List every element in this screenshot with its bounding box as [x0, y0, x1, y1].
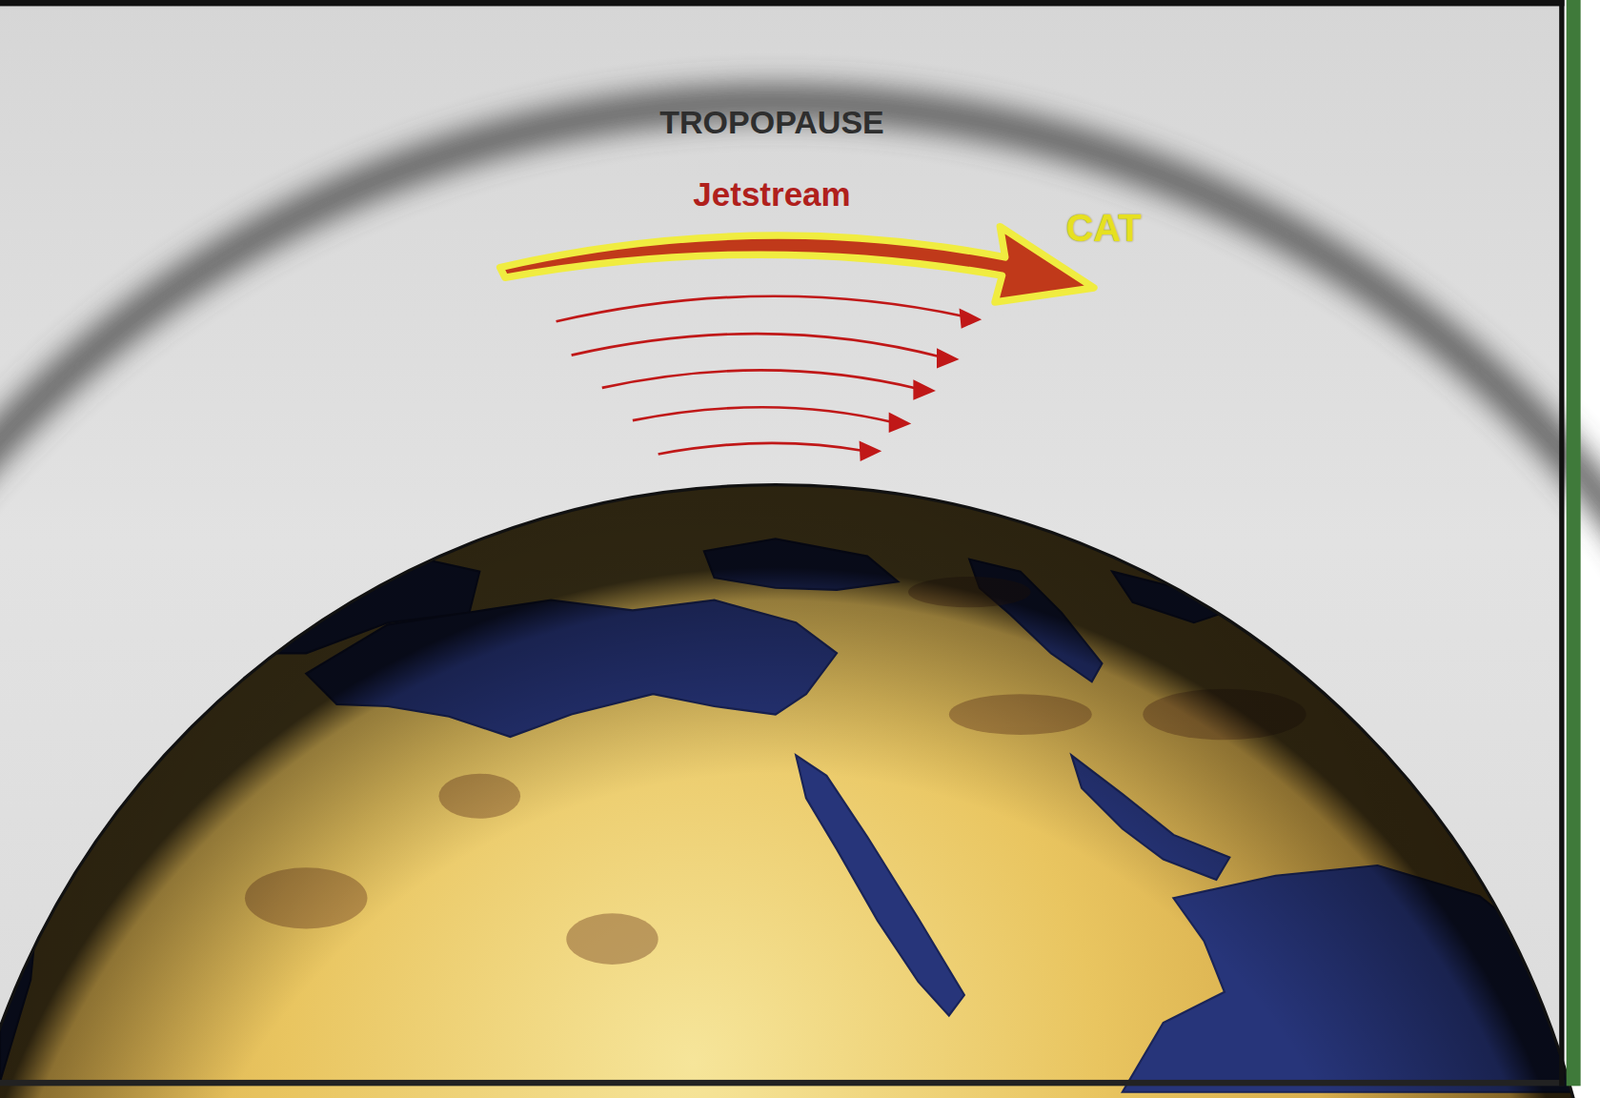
- jetstream-label: Jetstream: [692, 177, 851, 211]
- layer-label: TROPOPAUSE: [659, 105, 885, 139]
- earth-globe: [0, 485, 1600, 1098]
- arrowheads: [859, 307, 982, 462]
- cat-label: CAT: [1065, 208, 1141, 247]
- jetstream-arrow: [500, 226, 1094, 303]
- wind-shear-arrows: [556, 296, 965, 455]
- tropopause-band: [0, 101, 1600, 1098]
